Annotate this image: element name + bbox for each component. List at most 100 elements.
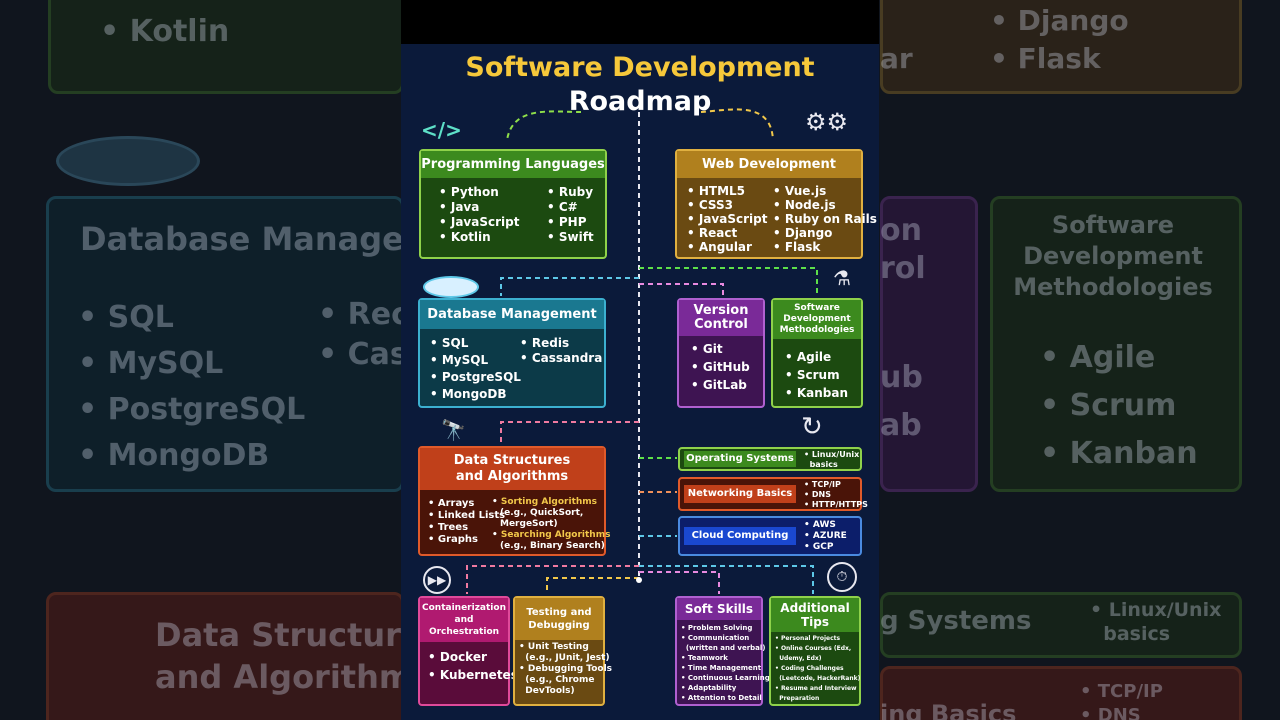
- net-items: • TCP/IP• DNS• HTTP/HTTPS: [804, 480, 868, 509]
- lang-python: • Python: [439, 185, 499, 199]
- cloud-items: • AWS• AZURE• GCP: [804, 520, 847, 552]
- bg-os-items: • Linux/Unix basics: [1090, 599, 1222, 645]
- bg-net-box: [880, 666, 1242, 720]
- page-title-line1: Software Development: [465, 52, 815, 83]
- web-angular: • Angular: [687, 240, 752, 254]
- dsa-sorting-detail2: MergeSort): [500, 519, 558, 529]
- sdm-scrum: • Scrum: [785, 368, 840, 382]
- sdm-kanban: • Kanban: [785, 386, 849, 400]
- dsa-arrays: • Arrays: [428, 498, 475, 509]
- code-icon: </>: [421, 118, 462, 142]
- bg-net-title: ing Basics: [880, 700, 1017, 720]
- lang-javascript: • JavaScript: [439, 215, 520, 229]
- top-black-bar: [401, 0, 879, 44]
- web-development-title: Web Development: [677, 151, 861, 178]
- lang-swift: • Swift: [547, 230, 594, 244]
- web-javascript: • JavaScript: [687, 212, 768, 226]
- db-cassandra: • Cassandra: [520, 351, 603, 365]
- bg-ds-box: [46, 592, 404, 720]
- bg-sdm-title: Software Development Methodologies: [1013, 211, 1213, 301]
- os-title: Operating Systems: [684, 451, 796, 467]
- bg-db-title: Database Manage: [80, 220, 404, 258]
- dsa-trees: • Trees: [428, 522, 469, 533]
- db-mysql: • MySQL: [430, 353, 489, 367]
- dsa-searching-detail: (e.g., Binary Search): [500, 541, 605, 551]
- testing-items: • Unit Testing (e.g., JUnit, Jest) • Deb…: [519, 642, 613, 696]
- connector-lines: [466, 108, 818, 594]
- lang-ruby: • Ruby: [547, 185, 594, 199]
- web-css3: • CSS3: [687, 198, 733, 212]
- refresh-icon: ↻: [801, 412, 823, 442]
- web-nodejs: • Node.js: [773, 198, 836, 212]
- cloud-computing-title: Cloud Computing: [684, 527, 796, 545]
- bg-web-box: [880, 0, 1242, 94]
- bg-vc-items: ub ab: [880, 360, 923, 443]
- networking-card: Networking Basics • TCP/IP• DNS• HTTP/HT…: [678, 477, 868, 511]
- database-management-card: Database Management • SQL • MySQL • Post…: [418, 298, 606, 408]
- os-card: Operating Systems • Linux/Unix basics: [678, 447, 862, 471]
- soft-skills-title: Soft Skills: [677, 598, 761, 620]
- sdm-agile: • Agile: [785, 350, 832, 364]
- database-management-title: Database Management: [420, 300, 604, 329]
- soft-skills-items: • Problem Solving • Communication (writt…: [681, 624, 770, 702]
- container-docker: • Docker: [428, 650, 487, 664]
- dsa-sorting: • Sorting Algorithms: [492, 497, 598, 507]
- db-redis: • Redis: [520, 336, 570, 350]
- stopwatch-icon: ⏱: [827, 562, 857, 592]
- bg-sdm-items: • Agile • Scrum • Kanban: [1040, 340, 1198, 471]
- bg-kotlin: • Kotlin: [100, 14, 230, 49]
- bg-vc-box: [880, 196, 978, 492]
- bg-vc-title: on rol: [880, 213, 926, 286]
- lang-kotlin: • Kotlin: [439, 230, 491, 244]
- roadmap-poster: Software Development Roadmap </> ⚙⚙ ⚗ 🔭 …: [401, 0, 879, 720]
- db-mongodb: • MongoDB: [430, 387, 507, 401]
- vc-github: • GitHub: [691, 360, 750, 374]
- bg-net-items: • TCP/IP • DNS: [1080, 681, 1163, 720]
- db-postgresql: • PostgreSQL: [430, 370, 521, 384]
- dsa-graphs: • Graphs: [428, 534, 478, 545]
- dsa-searching: • Searching Algorithms: [492, 530, 611, 540]
- dsa-linked-lists: • Linked Lists: [428, 510, 506, 521]
- tips-items: • Personal Projects • Online Courses (Ed…: [775, 635, 861, 702]
- web-react: • React: [687, 226, 738, 240]
- flask-icon: ⚗: [833, 266, 851, 290]
- gears-icon: ⚙⚙: [805, 108, 849, 136]
- database-icon: [423, 276, 479, 298]
- web-development-card: Web Development • HTML5 • CSS3 • JavaScr…: [675, 149, 877, 259]
- fast-forward-icon: ▶▶: [423, 566, 451, 594]
- container-kubernetes: • Kubernetes: [428, 668, 518, 682]
- web-html5: • HTML5: [687, 184, 746, 198]
- vc-git: • Git: [691, 342, 723, 356]
- lang-csharp: • C#: [547, 200, 578, 214]
- db-sql: • SQL: [430, 336, 469, 350]
- web-vuejs: • Vue.js: [773, 184, 827, 198]
- lang-java: • Java: [439, 200, 480, 214]
- bg-db-box: [46, 196, 404, 492]
- bg-lang-box: [48, 0, 404, 94]
- programming-languages-card: Programming Languages • Python • Java • …: [419, 149, 607, 259]
- bg-ds-title: Data Structur and Algorithm: [155, 616, 413, 696]
- bg-os-title: g Systems: [880, 606, 1032, 636]
- page-title-line2: Roadmap: [568, 86, 712, 117]
- bg-os-box: [880, 592, 1242, 658]
- web-django: • Django: [773, 226, 833, 240]
- bg-web-ar: ar: [880, 42, 913, 75]
- web-rails: • Ruby on Rails: [773, 212, 877, 226]
- dsa-sorting-detail1: (e.g., QuickSort,: [500, 508, 584, 518]
- bg-db-cylinder: [56, 136, 200, 186]
- networking-title: Networking Basics: [684, 485, 796, 503]
- web-flask: • Flask: [773, 240, 821, 254]
- telescope-icon: 🔭: [441, 418, 466, 442]
- bg-web-items: • Django • Flask: [990, 4, 1129, 75]
